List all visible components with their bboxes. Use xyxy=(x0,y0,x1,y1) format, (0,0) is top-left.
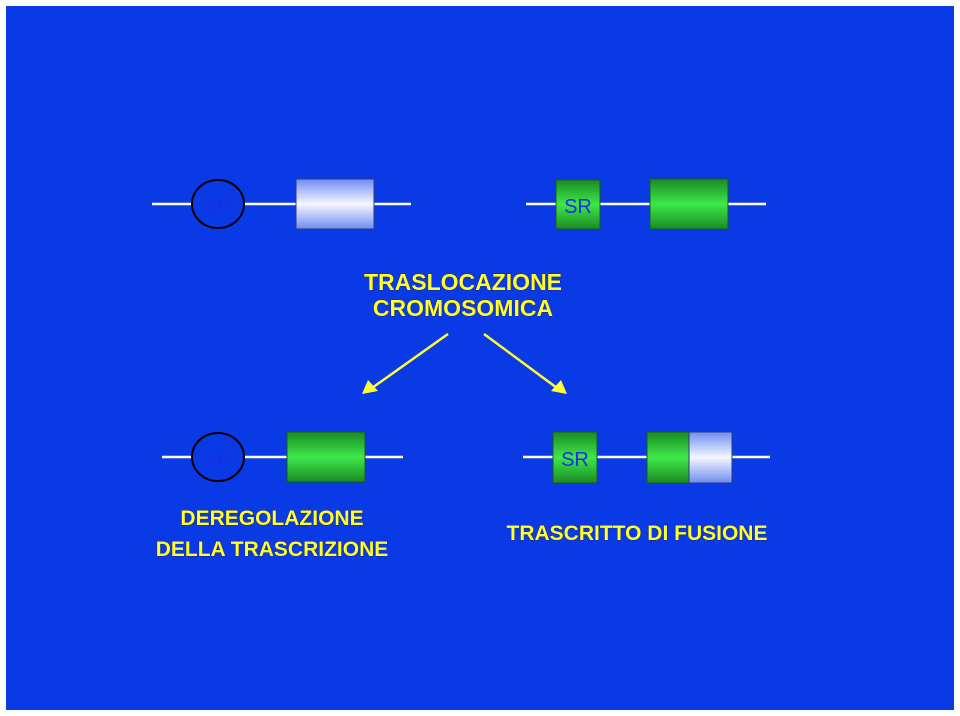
promoter-label: SR xyxy=(204,195,232,217)
promoter-circle xyxy=(191,179,245,229)
gene-box-green xyxy=(286,431,366,483)
bottom-left-chromosome: SR xyxy=(162,431,403,483)
promoter-box xyxy=(555,179,601,230)
promoter-box xyxy=(552,431,598,484)
top-left-chromosome: SR xyxy=(152,178,411,230)
top-right-chromosome: SR xyxy=(526,178,766,230)
fusion-gene-light-part xyxy=(688,431,733,484)
slide-background xyxy=(6,6,954,710)
promoter-label: SR xyxy=(561,449,589,471)
promoter-label: SR xyxy=(564,196,592,218)
promoter-label: SR xyxy=(204,448,232,470)
title-line-1: TRASLOCAZIONE xyxy=(364,269,562,295)
arrow-left xyxy=(362,332,449,394)
left-caption-line-2: DELLA TRASCRIZIONE xyxy=(156,538,389,561)
left-caption-line-1: DEREGOLAZIONE xyxy=(180,507,363,530)
gene-box-light xyxy=(295,178,375,230)
bottom-right-chromosome: SR xyxy=(523,431,770,484)
fusion-gene-green-part xyxy=(646,431,690,484)
right-caption: TRASCRITTO DI FUSIONE xyxy=(507,522,768,545)
gene-box-green xyxy=(649,178,729,230)
promoter-circle xyxy=(191,432,245,482)
arrow-right xyxy=(483,332,567,394)
title-line-2: CROMOSOMICA xyxy=(373,295,553,321)
